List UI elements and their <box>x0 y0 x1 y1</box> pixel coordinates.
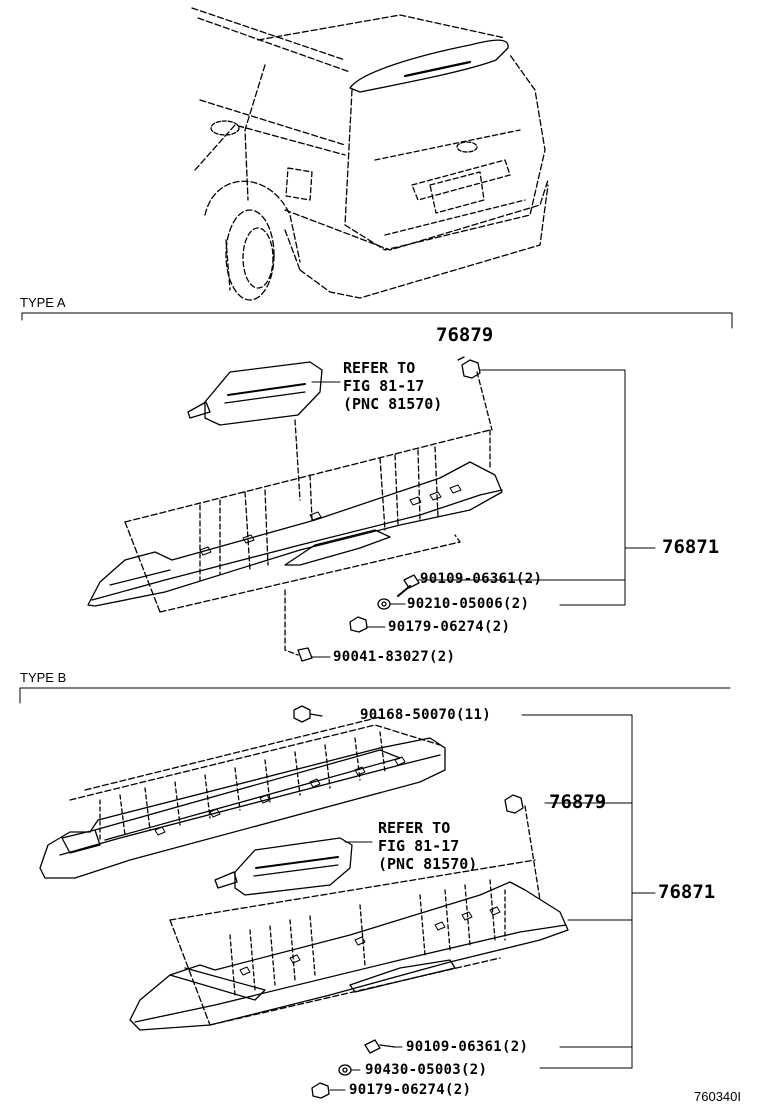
type-b-part-76871-label: 76871 <box>658 881 716 903</box>
type-b-clip <box>293 705 323 723</box>
type-a-bolt-label: 90109-06361(2) <box>420 571 543 587</box>
type-a-refer-line1: REFER TO <box>343 359 416 377</box>
type-a-nut <box>349 616 368 633</box>
type-b-stop-lamp <box>214 837 353 896</box>
type-a-washer <box>377 598 391 610</box>
type-b-bracket <box>19 687 731 704</box>
type-a-stop-lamp <box>187 361 323 501</box>
type-b-bolt <box>364 1039 396 1054</box>
type-b-leader-lines <box>329 714 656 1091</box>
type-a-clip <box>284 589 313 662</box>
type-b-refer-line1: REFER TO <box>378 819 451 837</box>
type-b-nut-label: 90179-06274(2) <box>349 1082 472 1098</box>
type-a-refer-line2: FIG 81-17 <box>343 377 425 395</box>
type-b-cap-76879 <box>504 794 541 901</box>
figure-code: 760340I <box>694 1089 741 1104</box>
type-a-bracket <box>21 312 733 329</box>
vehicle-rear-illustration <box>191 7 549 301</box>
type-b-clip-label: 90168-50070(11) <box>360 707 491 723</box>
type-a-cap-76879 <box>457 356 493 431</box>
type-b-main-spoiler <box>129 859 569 1031</box>
type-a-spoiler <box>87 429 503 613</box>
type-b-part-76879-label: 76879 <box>549 791 607 813</box>
type-b-washer-label: 90430-05003(2) <box>365 1062 488 1078</box>
section-label-type-a: TYPE A <box>20 295 66 310</box>
type-b-washer <box>338 1064 352 1076</box>
type-a-nut-label: 90179-06274(2) <box>388 619 511 635</box>
type-b-bolt-label: 90109-06361(2) <box>406 1039 529 1055</box>
type-a-part-76871-label: 76871 <box>662 536 720 558</box>
type-a-part-76879-label: 76879 <box>436 324 494 346</box>
type-b-refer-line2: FIG 81-17 <box>378 837 460 855</box>
type-b-upper-spoiler <box>39 716 446 879</box>
type-b-nut <box>311 1082 330 1099</box>
type-a-refer-line3: (PNC 81570) <box>343 395 443 413</box>
type-a-washer-label: 90210-05006(2) <box>407 596 530 612</box>
type-b-refer-line3: (PNC 81570) <box>378 855 478 873</box>
type-a-bolt <box>397 574 420 597</box>
type-a-clip-label: 90041-83027(2) <box>333 649 456 665</box>
section-label-type-b: TYPE B <box>20 670 67 685</box>
type-a-leader-lines <box>311 369 656 658</box>
